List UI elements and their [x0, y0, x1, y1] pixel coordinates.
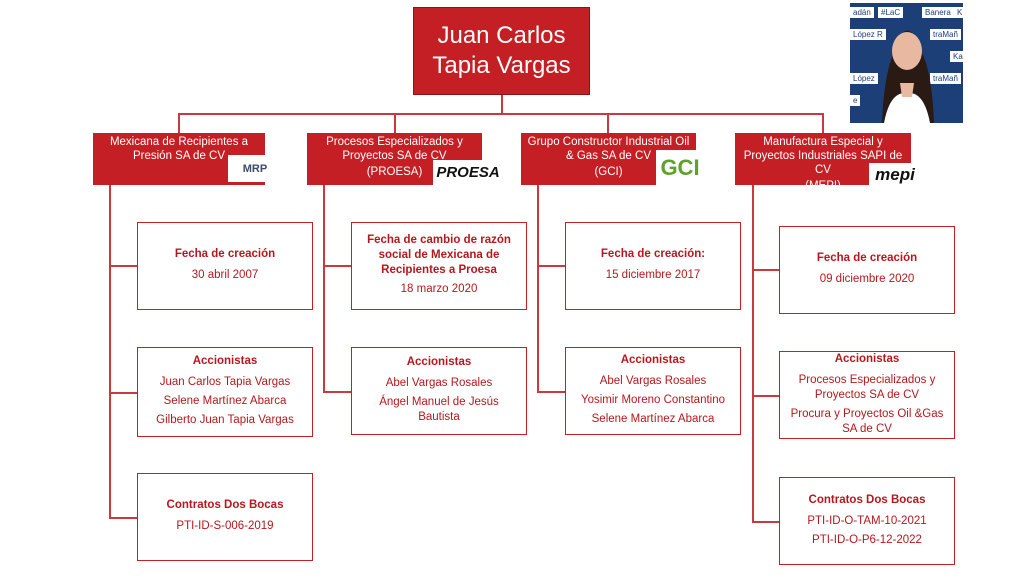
backdrop-tag: e: [850, 95, 860, 106]
box-header: Accionistas: [572, 353, 734, 368]
proesa-shareholders-box: Accionistas Abel Vargas Rosales Ángel Ma…: [351, 347, 527, 435]
root-name-line1: Juan Carlos: [414, 21, 589, 51]
gci-creation-box: Fecha de creación: 15 diciembre 2017: [565, 222, 741, 310]
backdrop-tag: López: [850, 73, 878, 84]
box-header: Accionistas: [144, 354, 306, 369]
root-name-line2: Tapia Vargas: [414, 51, 589, 81]
box-line: PTI-ID-O-P6-12-2022: [786, 533, 948, 548]
proesa-logo-text: PROESA: [436, 164, 499, 181]
mrp-contracts-box: Contratos Dos Bocas PTI-ID-S-006-2019: [137, 473, 313, 561]
box-header: Accionistas: [786, 352, 948, 367]
stub-1-3: [109, 517, 137, 519]
box-line: Procesos Especializados y Proyectos SA d…: [786, 373, 948, 403]
root-stem: [501, 95, 503, 114]
proesa-rename-box: Fecha de cambio de razón social de Mexic…: [351, 222, 527, 310]
drop-4: [822, 113, 824, 133]
gci-logo: GCI: [656, 150, 704, 186]
mepi-logo: mepi: [869, 163, 921, 187]
stub-4-3: [752, 521, 780, 523]
box-header: Fecha de creación:: [572, 247, 734, 262]
box-line: 09 diciembre 2020: [786, 272, 948, 287]
presenter-video: adán #LaC Banera K López R traMañ Ka Lóp…: [850, 3, 963, 123]
box-header: Fecha de cambio de razón social de Mexic…: [358, 233, 520, 278]
stub-4-1: [752, 269, 780, 271]
root-node: Juan Carlos Tapia Vargas: [413, 7, 590, 95]
mrp-creation-box: Fecha de creación 30 abril 2007: [137, 222, 313, 310]
box-header: Contratos Dos Bocas: [144, 498, 306, 513]
box-header: Accionistas: [358, 355, 520, 370]
stub-1-2: [109, 392, 137, 394]
mrp-shareholders-box: Accionistas Juan Carlos Tapia Vargas Sel…: [137, 347, 313, 437]
box-line: Procura y Proyectos Oil &Gas SA de CV: [786, 407, 948, 437]
box-line: Yosimir Moreno Constantino: [572, 393, 734, 408]
stub-4-2: [752, 395, 780, 397]
gci-logo-text: GCI: [660, 155, 699, 181]
box-line: Selene Martínez Abarca: [144, 394, 306, 409]
stub-3-2: [537, 391, 565, 393]
box-line: Abel Vargas Rosales: [572, 374, 734, 389]
presenter-figure: [876, 13, 938, 123]
company-name: Procesos Especializados y Proyectos SA d…: [311, 135, 478, 163]
spine-1: [109, 185, 111, 518]
box-line: 15 diciembre 2017: [572, 268, 734, 283]
stub-2-1: [323, 265, 351, 267]
proesa-logo: PROESA: [433, 160, 503, 185]
gci-shareholders-box: Accionistas Abel Vargas Rosales Yosimir …: [565, 347, 741, 435]
backdrop-tag: K: [954, 7, 963, 18]
mepi-logo-text: mepi: [875, 165, 915, 185]
box-header: Fecha de creación: [786, 251, 948, 266]
drop-1: [178, 113, 180, 133]
stub-3-1: [537, 265, 565, 267]
box-line: Ángel Manuel de Jesús Bautista: [358, 395, 520, 425]
mepi-contracts-box: Contratos Dos Bocas PTI-ID-O-TAM-10-2021…: [779, 477, 955, 565]
drop-2: [394, 113, 396, 133]
root-bus: [178, 113, 824, 115]
mepi-creation-box: Fecha de creación 09 diciembre 2020: [779, 226, 955, 314]
box-line: PTI-ID-S-006-2019: [144, 519, 306, 534]
box-header: Contratos Dos Bocas: [786, 493, 948, 508]
box-line: 18 marzo 2020: [358, 282, 520, 297]
mepi-shareholders-box: Accionistas Procesos Especializados y Pr…: [779, 351, 955, 439]
box-line: PTI-ID-O-TAM-10-2021: [786, 514, 948, 529]
drop-3: [607, 113, 609, 133]
box-line: Gilberto Juan Tapia Vargas: [144, 413, 306, 428]
box-line: 30 abril 2007: [144, 268, 306, 283]
mrp-logo: MRP: [228, 155, 282, 182]
mrp-logo-text: MRP: [243, 163, 267, 175]
stub-1-1: [109, 265, 137, 267]
spine-4: [752, 185, 754, 522]
box-line: Selene Martínez Abarca: [572, 412, 734, 427]
stub-2-2: [323, 391, 351, 393]
spine-3: [537, 185, 539, 392]
spine-2: [323, 185, 325, 392]
box-header: Fecha de creación: [144, 247, 306, 262]
backdrop-tag: Ka: [950, 51, 963, 62]
box-line: Juan Carlos Tapia Vargas: [144, 375, 306, 390]
backdrop-tag: adán: [850, 7, 874, 18]
box-line: Abel Vargas Rosales: [358, 376, 520, 391]
